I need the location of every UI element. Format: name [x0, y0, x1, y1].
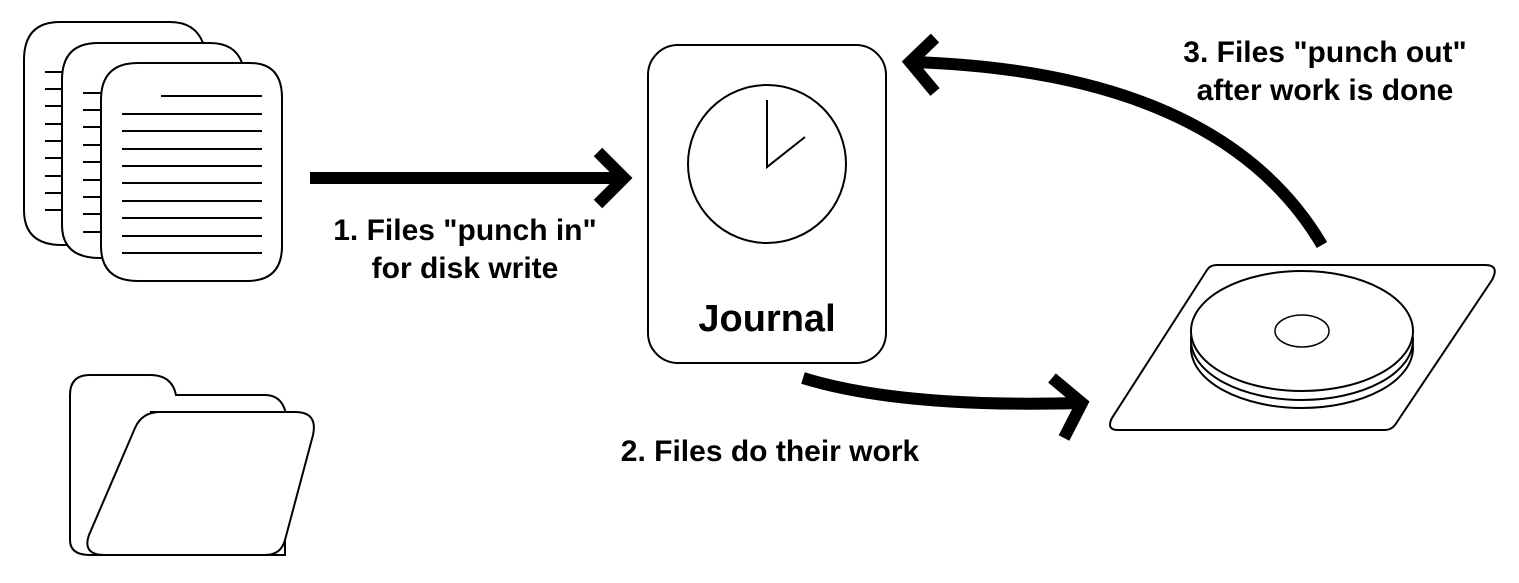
step-3-label: 3. Files "punch out" after work is done: [1150, 34, 1500, 110]
arrow-punch-out: [901, 33, 1328, 249]
step-1-line-1: 1. Files "punch in": [333, 214, 597, 247]
step-3-line-1: 3. Files "punch out": [1183, 36, 1467, 69]
step-2-label: 2. Files do their work: [590, 433, 950, 471]
disk-icon: [1109, 264, 1496, 431]
journal-label: Journal: [698, 298, 836, 340]
arrow-punch-in: [310, 147, 633, 209]
step-2-line-1: 2. Files do their work: [620, 435, 920, 468]
journal-box: [647, 44, 887, 364]
arrow-do-work: [801, 372, 1090, 441]
step-1-label: 1. Files "punch in" for disk write: [300, 212, 630, 288]
clock-icon: [687, 84, 847, 244]
folder-icon: [69, 374, 315, 556]
step-1-line-2: for disk write: [371, 252, 559, 285]
documents-icon: [23, 21, 283, 282]
step-3-line-2: after work is done: [1196, 74, 1454, 107]
